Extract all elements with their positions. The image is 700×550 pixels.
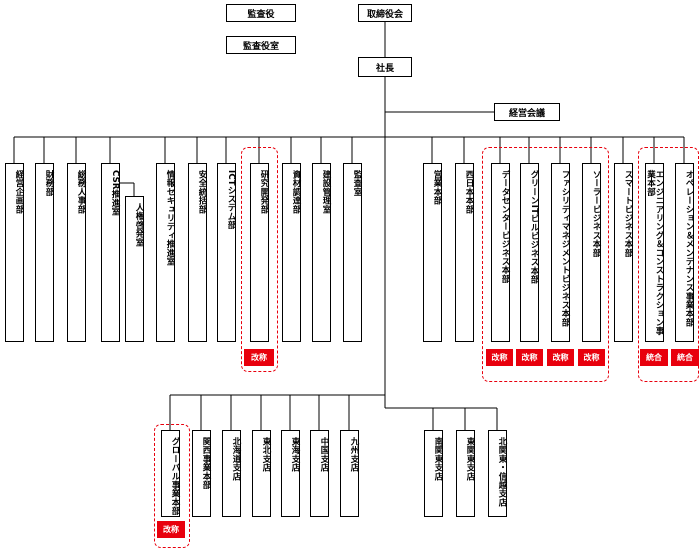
dept-info-security: 情報セキュリティ推進室 — [156, 163, 175, 342]
branch-east-kanto: 東関東支店 — [456, 430, 475, 517]
badge-merge-engineering: 統合 — [640, 349, 668, 366]
dept-construction-management: 建設管理室 — [312, 163, 331, 342]
board-of-directors-box: 取締役会 — [358, 4, 412, 22]
highlight-merge-frame — [638, 147, 699, 382]
dept-operation-maintenance: オペレーション＆メンテナンス事業本部 — [675, 163, 694, 342]
dept-west-japan: 西日本本部 — [455, 163, 474, 342]
dept-corporate-planning: 経営企画部 — [5, 163, 24, 342]
branch-hokkaido: 北海道支店 — [222, 430, 241, 517]
management-meeting-box: 経営会議 — [494, 103, 560, 121]
dept-general-affairs-hr: 総務人事部 — [67, 163, 86, 342]
highlight-global-frame — [154, 424, 190, 548]
badge-rename-solar: 改称 — [578, 349, 605, 366]
dept-finance: 財務部 — [35, 163, 54, 342]
president-box: 社長 — [358, 57, 412, 77]
dept-facility-management: ファシリティマネジメントビジネス本部 — [551, 163, 570, 342]
branch-global: グローバル事業本部 — [161, 430, 180, 517]
dept-csr-promotion: CSR推進室 — [101, 163, 120, 342]
branch-tohoku: 東北支店 — [252, 430, 271, 517]
dept-ict-system: ICTシステム部 — [217, 163, 236, 342]
dept-procurement: 資材調達部 — [282, 163, 301, 342]
audit-board-box: 監査役 — [226, 4, 296, 22]
dept-safety: 安全統括部 — [188, 163, 207, 342]
highlight-research-frame — [241, 147, 278, 372]
dept-human-rights: 人権啓発室 — [125, 196, 144, 342]
dept-audit: 監査室 — [343, 163, 362, 342]
branch-chugoku: 中国支店 — [310, 430, 329, 517]
audit-office-box: 監査役室 — [226, 36, 296, 54]
dept-solar-business: ソーラービジネス本部 — [582, 163, 601, 342]
badge-rename-green-it: 改称 — [516, 349, 543, 366]
branch-kansai: 関西事業本部 — [192, 430, 211, 517]
dept-smart-business: スマートビジネス本部 — [614, 163, 633, 342]
branch-kyushu: 九州支店 — [340, 430, 359, 517]
dept-engineering-construction: エンジニアリング＆コンストラクション事業本部 — [645, 163, 664, 342]
badge-rename-facility: 改称 — [547, 349, 574, 366]
badge-rename-research: 改称 — [244, 349, 274, 366]
dept-sales: 営業本部 — [423, 163, 442, 342]
dept-research-development: 研究開発部 — [250, 163, 269, 342]
highlight-business-units-frame — [482, 147, 609, 382]
dept-datacenter-business: データセンタービジネス本部 — [491, 163, 510, 342]
badge-rename-global: 改称 — [157, 521, 185, 538]
branch-south-kanto: 南関東支店 — [424, 430, 443, 517]
badge-merge-operation: 統合 — [671, 349, 699, 366]
branch-tokai: 東海支店 — [281, 430, 300, 517]
dept-green-it-building: グリーンITビルビジネス本部 — [520, 163, 539, 342]
branch-north-kanto-shinetsu: 北関東・信越支店 — [488, 430, 507, 517]
badge-rename-datacenter: 改称 — [486, 349, 513, 366]
